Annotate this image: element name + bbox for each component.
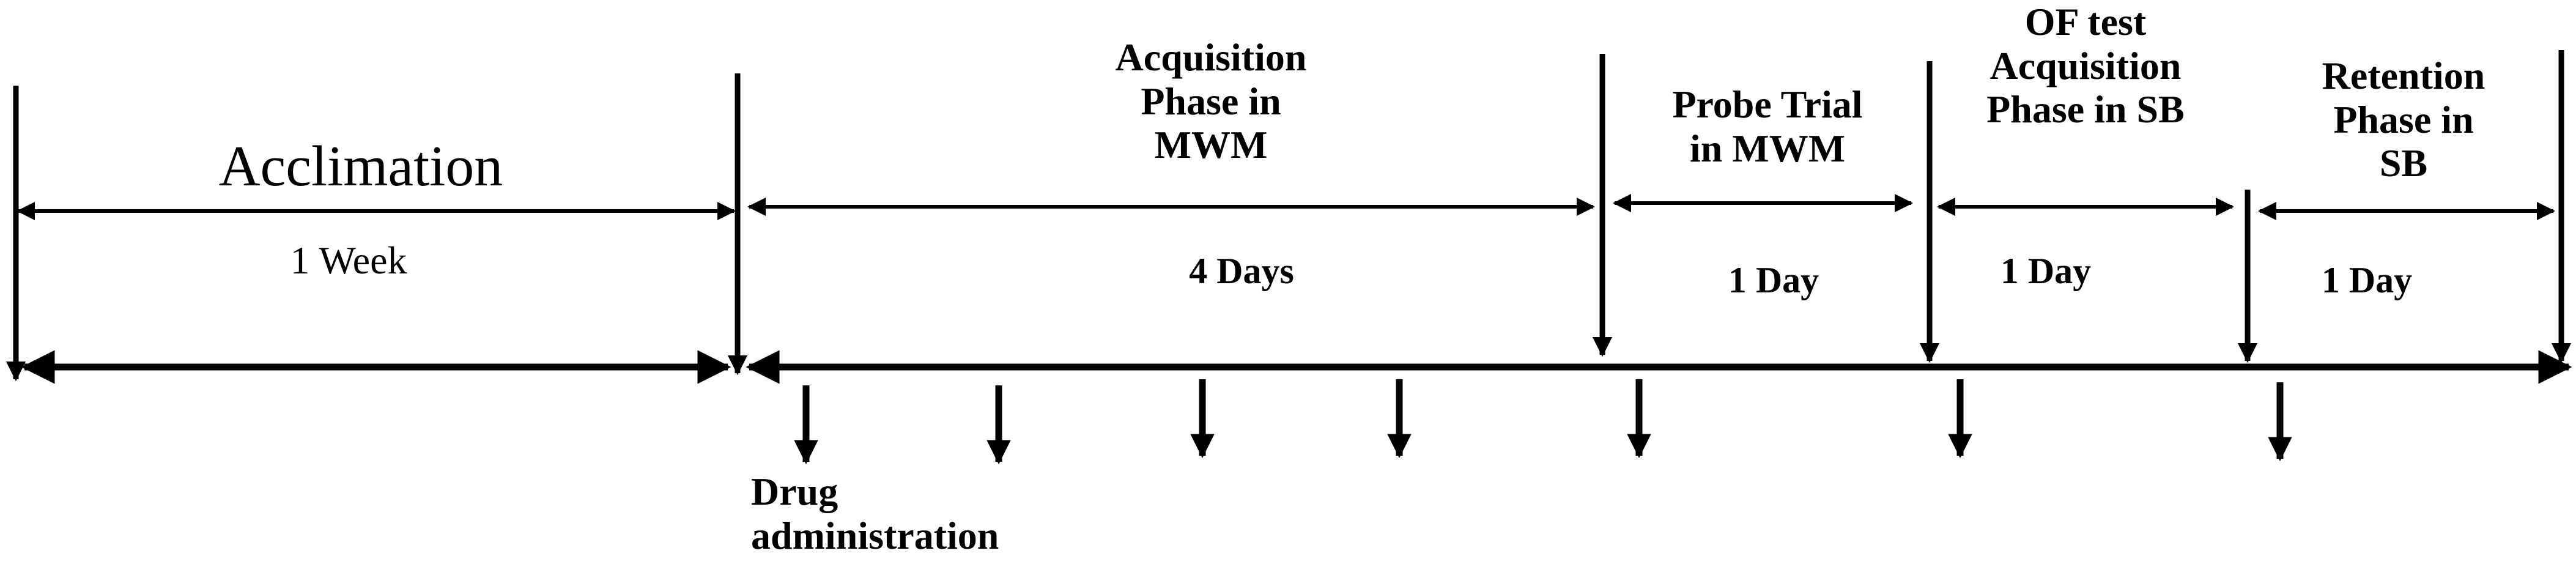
phase-title-line: Phase in [2333, 97, 2474, 141]
drug-label-line: Drug [751, 470, 838, 513]
drug-label-line: administration [751, 513, 999, 557]
phase-title-line: Acquisition [1989, 43, 2182, 87]
phase-title-line: Acquisition [1115, 35, 1307, 79]
phase-title-of-test: OF test Acquisition Phase in SB [1939, 0, 2232, 132]
phase-duration-acclimation: 1 Week [290, 239, 407, 282]
phase-duration-retention: 1 Day [2321, 260, 2413, 300]
phase-title-probe: Probe Trial in MWM [1627, 83, 1908, 170]
phase-duration-of-test: 1 Day [2000, 251, 2092, 291]
phase-title-acquisition: Acquisition Phase in MWM [1040, 35, 1382, 167]
phase-title-acclimation: Acclimation [218, 135, 503, 198]
phase-title-line: Probe Trial [1672, 83, 1863, 126]
phase-title-line: SB [2379, 141, 2428, 185]
phase-title-line: Retention [2322, 54, 2485, 97]
phase-title-retention: Retention Phase in SB [2257, 54, 2550, 185]
phase-title-line: OF test [2024, 0, 2147, 43]
phase-title-line: Phase in [1141, 79, 1281, 123]
phase-title-line: in MWM [1689, 126, 1846, 170]
phase-duration-acquisition: 4 Days [1189, 251, 1294, 291]
phase-duration-probe: 1 Day [1728, 260, 1819, 300]
phase-title-line: Phase in SB [1986, 87, 2185, 132]
phase-title-line: MWM [1154, 123, 1268, 167]
drug-administration-label: Drug administration [751, 470, 999, 557]
